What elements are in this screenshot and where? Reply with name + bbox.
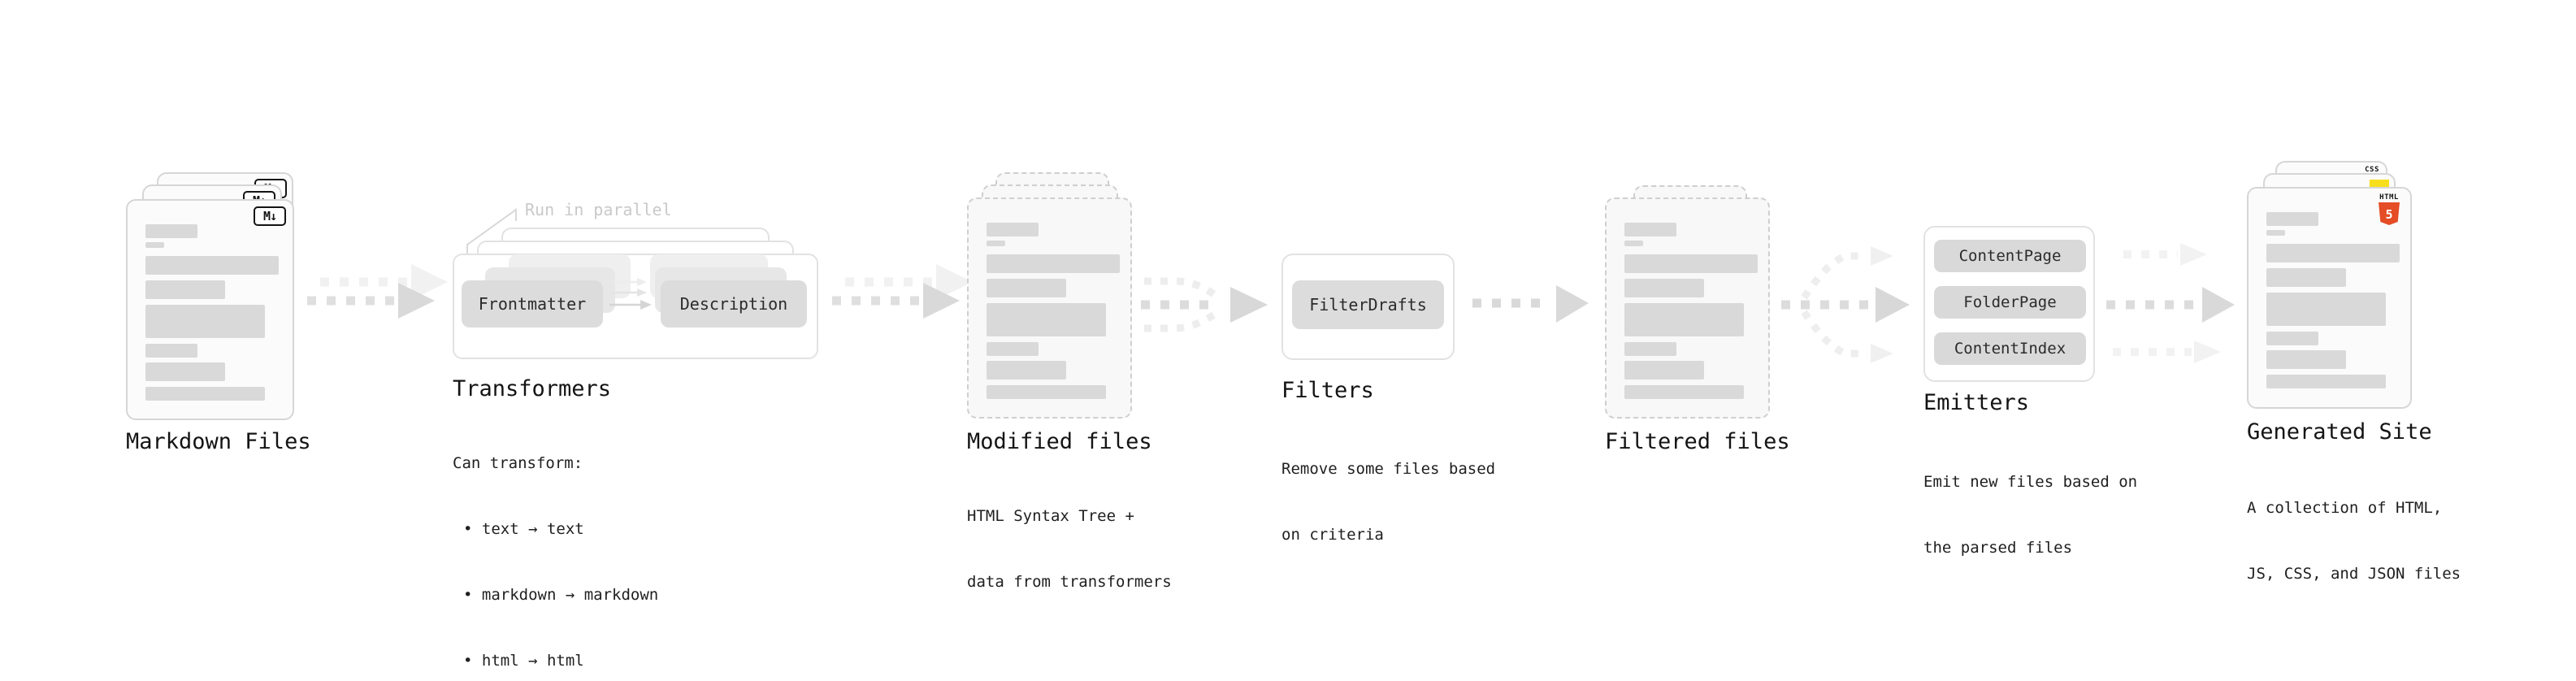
document-text-lines — [969, 199, 1130, 417]
section-description: HTML Syntax Tree + data from transformer… — [967, 507, 1172, 591]
html5-icon: HTML 5 — [2378, 194, 2400, 225]
parallel-arrows-icon — [609, 278, 652, 310]
section-title: Modified files — [967, 429, 1152, 454]
document-placeholder — [1605, 197, 1770, 419]
document-text-lines — [1607, 199, 1768, 417]
document-placeholder — [967, 197, 1132, 419]
node-frontmatter: Frontmatter — [462, 280, 603, 327]
node-filterdrafts: FilterDrafts — [1292, 280, 1444, 329]
svg-text:5: 5 — [2385, 207, 2392, 222]
node-folderpage: FolderPage — [1934, 286, 2086, 319]
node-description: Description — [661, 280, 807, 327]
html5-shield: 5 — [2379, 202, 2400, 225]
section-description: Remove some files based on criteria — [1281, 460, 1496, 544]
fanout-arrow-icon — [1781, 246, 1910, 363]
merge-arrow-icon — [1141, 277, 1268, 332]
section-description: Can transform: • text → text • markdown … — [453, 454, 659, 670]
section-title: Emitters — [1923, 390, 2030, 415]
node-contentindex: ContentIndex — [1934, 332, 2086, 365]
section-title: Generated Site — [2247, 419, 2432, 445]
dashed-arrow-icon — [832, 264, 973, 319]
section-description: Emit new files based on the parsed files — [1923, 473, 2138, 557]
section-title: Filters — [1281, 378, 1374, 403]
section-description: A collection of HTML, JS, CSS, and JSON … — [2247, 499, 2461, 583]
callout-line — [466, 208, 517, 254]
parallel-note-label: Run in parallel — [525, 200, 672, 219]
section-title: Transformers — [453, 376, 612, 401]
markdown-icon: M↓ — [254, 206, 286, 226]
section-title: Filtered files — [1605, 429, 1790, 454]
document-placeholder: HTML 5 — [2247, 187, 2412, 409]
document-text-lines — [2249, 189, 2410, 407]
dashed-arrow-icon — [307, 264, 448, 319]
node-contentpage: ContentPage — [1934, 240, 2086, 272]
section-title: Markdown Files — [126, 429, 311, 454]
triple-arrow-icon — [2106, 243, 2235, 363]
document-placeholder: M↓ — [126, 199, 294, 420]
dashed-arrow-icon — [1472, 285, 1589, 323]
document-text-lines — [128, 201, 293, 419]
